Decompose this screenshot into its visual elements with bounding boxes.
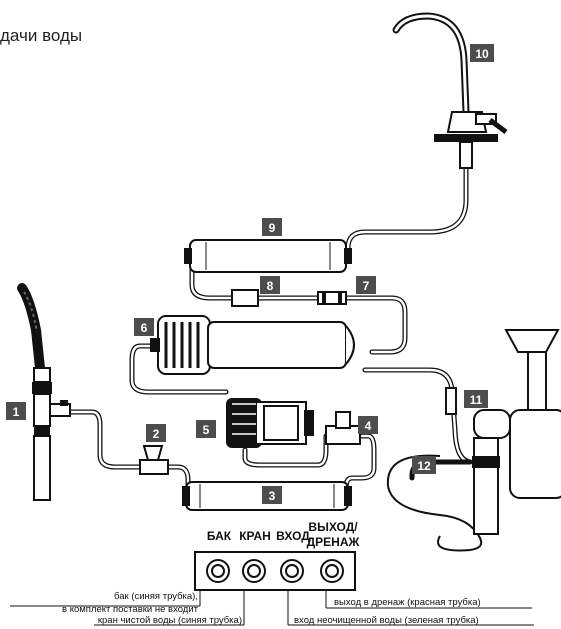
note-tank-2: в комплект поставки не входит [62,604,199,615]
port-label-faucet: КРАН [239,529,271,543]
svg-text:11: 11 [470,393,483,407]
note-tank-1: бак (синяя трубка), [114,591,198,602]
inlet-tee-adapter [17,283,71,501]
booster-pump [226,398,314,448]
fittings [231,289,347,307]
drain-trap [445,329,561,535]
note-inlet: вход неочищенной воды (зеленая трубка) [294,615,479,626]
badge-10: 10 [470,44,494,62]
svg-text:2: 2 [153,427,160,441]
port-tank [206,559,230,583]
note-drain: выход в дренаж (красная трубка) [334,597,481,608]
port-label-inlet: ВХОД [276,529,310,543]
inlet-valve [139,445,169,475]
filter-9 [184,239,352,273]
svg-text:5: 5 [203,423,210,437]
badge-3: 3 [262,486,282,504]
faucet [392,12,508,169]
badge-1: 1 [6,402,26,420]
note-faucet: кран чистой воды (синяя трубка) [98,615,242,626]
svg-text:10: 10 [475,47,489,61]
page-title: дачи воды [0,26,83,45]
badge-8: 8 [260,276,280,294]
badge-11: 11 [464,390,488,408]
svg-text:7: 7 [363,279,370,293]
svg-text:6: 6 [141,321,148,335]
solenoid-valve [325,411,361,445]
port-label-tank: БАК [207,529,232,543]
port-label-drain: ДРЕНАЖ [307,535,360,549]
badge-7: 7 [356,276,376,294]
svg-text:1: 1 [13,405,20,419]
tubing [67,165,483,552]
badge-6: 6 [134,318,154,336]
connection-panel: БАК КРАН ВХОД ВЫХОД/ ДРЕНАЖ бак (синяя т… [10,520,534,626]
port-drain [320,559,344,583]
badge-12: 12 [412,456,436,474]
svg-text:9: 9 [269,221,276,235]
svg-text:12: 12 [417,459,431,473]
svg-text:4: 4 [365,419,372,433]
badge-4: 4 [358,416,378,434]
badge-2: 2 [146,424,166,442]
svg-text:8: 8 [267,279,274,293]
port-faucet [242,559,266,583]
membrane-housing [150,315,355,375]
port-inlet [280,559,304,583]
svg-text:3: 3 [269,489,276,503]
port-label-outlet: ВЫХОД/ [308,520,358,534]
badge-5: 5 [196,420,216,438]
badges: 1 2 3 4 5 6 7 8 9 10 11 12 [6,44,494,504]
badge-9: 9 [262,218,282,236]
